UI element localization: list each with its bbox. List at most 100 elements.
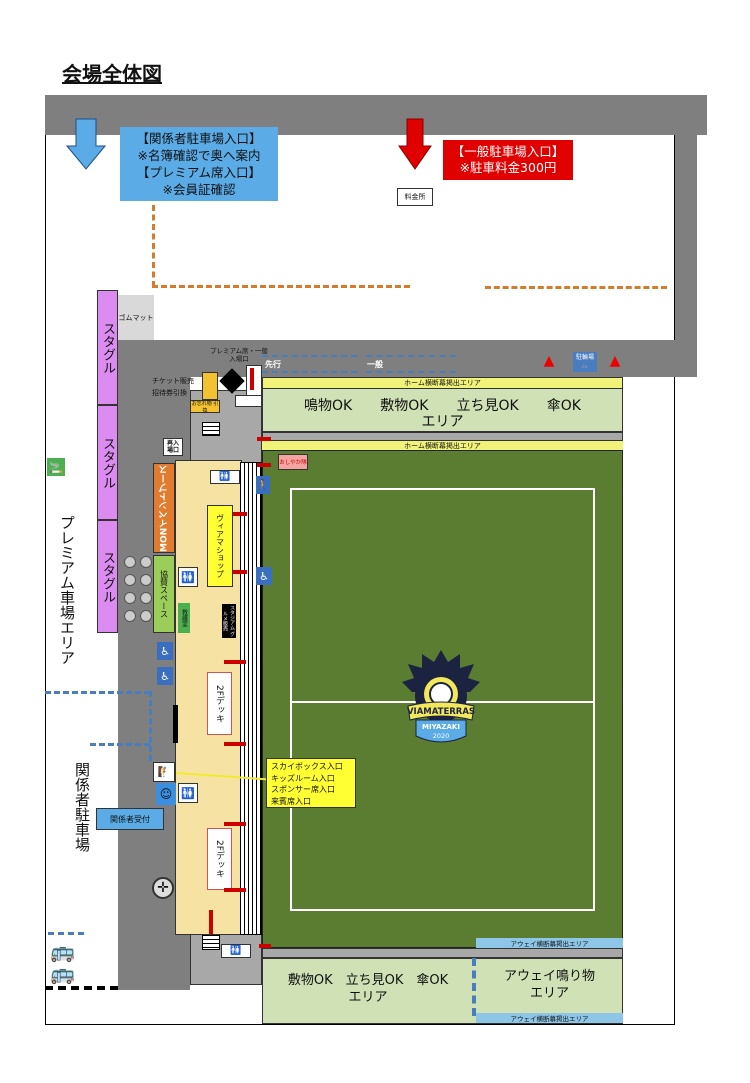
stairs-icon <box>202 422 220 436</box>
walkway <box>262 948 623 958</box>
pink-booth: おしやか隊 <box>278 454 308 470</box>
premium-parking-label: プレミアム車場エリア <box>58 515 76 665</box>
sign-line: ※会員証確認 <box>162 182 236 197</box>
wheelchair-icon: ♿ <box>157 642 173 660</box>
entry-arrow-icon <box>257 437 271 441</box>
reentry-line: 場口 <box>166 447 179 454</box>
restroom-icon: 🚻 <box>221 944 251 958</box>
area-rule: 鳴物OK <box>304 398 353 414</box>
rubber-mat: ゴムマット <box>118 295 154 340</box>
away-banner-area: アウェイ横断幕掲出エリア <box>476 938 623 948</box>
logo-name: VIAMATERRAS <box>407 707 475 717</box>
ticket-booth <box>202 372 218 400</box>
toll-booth: 料金所 <box>397 188 433 206</box>
drain-icon: ✛ <box>152 877 174 899</box>
bus-icon: 🚌🚌 <box>50 939 75 985</box>
area-suffix: エリア <box>421 414 464 430</box>
team-logo: VIAMATERRAS MIYAZAKI 2020 <box>400 648 482 750</box>
page-title: 会場全体図 <box>62 62 162 86</box>
parking-boundary <box>45 691 150 694</box>
queue-line <box>366 355 456 357</box>
wheelchair-icon: ♿ <box>157 667 173 685</box>
sign-line: 【一般駐車場入口】 <box>451 144 565 159</box>
entry-arrow-icon <box>233 570 247 574</box>
bike-parking-label: 駐輪場 <box>575 354 594 361</box>
gate-line <box>45 986 118 990</box>
wheelchair-icon: ♿ <box>256 567 272 585</box>
small-booth: お忘れ物 引換 <box>190 400 220 414</box>
stagourmet-booth: スタグル <box>97 290 118 405</box>
route-line <box>152 205 155 287</box>
reentry-gate: 再入場口 <box>163 438 183 456</box>
staff-parking-label: 関係者駐車場 <box>73 762 91 852</box>
entry-arrow-icon <box>250 368 254 390</box>
sign-line: ※名簿確認で奥へ案内 <box>137 148 261 163</box>
staff-reception-sign: 関係者受付 <box>96 808 164 830</box>
area-divider <box>472 958 476 1016</box>
gate-booth <box>235 395 262 407</box>
away-banner-area: アウェイ横断幕掲出エリア <box>476 1013 623 1023</box>
gate-label-line: 入場口 <box>229 355 249 363</box>
restroom-icon: 🚻 <box>210 470 240 484</box>
stairs-icon <box>202 935 220 950</box>
queue-line <box>262 371 357 373</box>
entry-arrow-icon <box>224 888 246 892</box>
home-banner-area: ホーム横断幕掲出エリア <box>262 377 623 389</box>
area-rule: 敷物OK <box>380 398 429 414</box>
home-banner-area: ホーム横断幕掲出エリア <box>262 441 623 451</box>
entry-arrow-icon <box>233 512 247 516</box>
gate-label: プレミアム席・一般 入場口 <box>210 347 268 363</box>
reception-smile-icon: ☺ <box>156 783 176 805</box>
stagourmet-booth: スタグル <box>97 520 118 633</box>
logo-sub: MIYAZAKI <box>422 723 460 731</box>
first-aid: 救護室 <box>178 603 190 633</box>
area-suffix: エリア <box>529 986 569 1001</box>
cone-icon: ▲ <box>543 353 555 369</box>
callout-line-text: スポンサー席入口 <box>271 785 335 794</box>
general-entrance-sign: 【一般駐車場入口】 ※駐車料金300円 <box>443 140 573 180</box>
callout-line-text: キッズルーム入口 <box>271 773 335 783</box>
deck-stairs: 2Fデッキ <box>207 672 232 735</box>
field-lines <box>290 488 595 911</box>
parking-boundary <box>48 932 84 935</box>
bicycle-icon: 🚲 <box>581 362 589 369</box>
logo-year: 2020 <box>433 732 450 740</box>
parking-circles <box>124 556 152 622</box>
route-line <box>152 285 410 288</box>
sponsor-space: 協賛スペース <box>153 555 175 633</box>
elevator-stairs-icon: 🧗 <box>153 762 175 782</box>
ticket-label-line: 招待券引換 <box>152 389 187 397</box>
mon-event-booth: MONイベントブース <box>153 463 175 553</box>
smoking-area-icon: 🚬 <box>47 458 65 476</box>
gate-label-line: プレミアム席・一般 <box>210 347 269 355</box>
entry-arrow-icon <box>259 944 271 948</box>
ticket-label: チケット販売 招待券引換 <box>152 375 194 399</box>
entry-arrow-icon <box>209 910 213 934</box>
shop: ヴィアマショップ <box>207 505 233 587</box>
parking-boundary <box>90 743 150 746</box>
priority-label: 先行 <box>265 360 281 369</box>
callout-line-text: 来賓席入口 <box>271 796 311 806</box>
area-rule: 傘OK <box>546 398 581 414</box>
parking-boundary <box>149 691 152 761</box>
food-booth: スタジアム グルメ販売 <box>222 604 236 638</box>
general-entrance-arrow-icon <box>398 118 432 170</box>
queue-line <box>366 371 456 373</box>
queue-line <box>262 355 357 357</box>
walkway <box>262 432 623 441</box>
deck-stairs: 2Fデッキ <box>207 828 232 890</box>
away-area-text: アウェイ鳴り物エリア <box>476 968 623 1002</box>
staff-entrance-sign: 【関係者駐車場入口】 ※名簿確認で奥へ案内 【プレミアム席入口】 ※会員証確認 <box>120 127 278 201</box>
sign-line: ※駐車料金300円 <box>459 160 557 175</box>
cone-icon: ▲ <box>609 353 621 369</box>
callout-box: スカイボックス入口 キッズルーム入口 スポンサー席入口 来賓席入口 <box>266 758 356 808</box>
area-rule: アウェイ鳴り物 <box>503 969 595 984</box>
restroom-icon: 🚻 <box>178 567 198 587</box>
area-rule: 立ち見OK <box>456 398 519 414</box>
sign-line: 【関係者駐車場入口】 <box>136 131 262 146</box>
sign-line: 【プレミアム席入口】 <box>136 165 262 180</box>
reentry-line: 再入 <box>166 440 179 447</box>
bike-parking: 駐輪場🚲 <box>573 352 597 372</box>
person-icon: 🚶 <box>256 476 270 494</box>
entry-arrow-icon <box>224 660 246 664</box>
